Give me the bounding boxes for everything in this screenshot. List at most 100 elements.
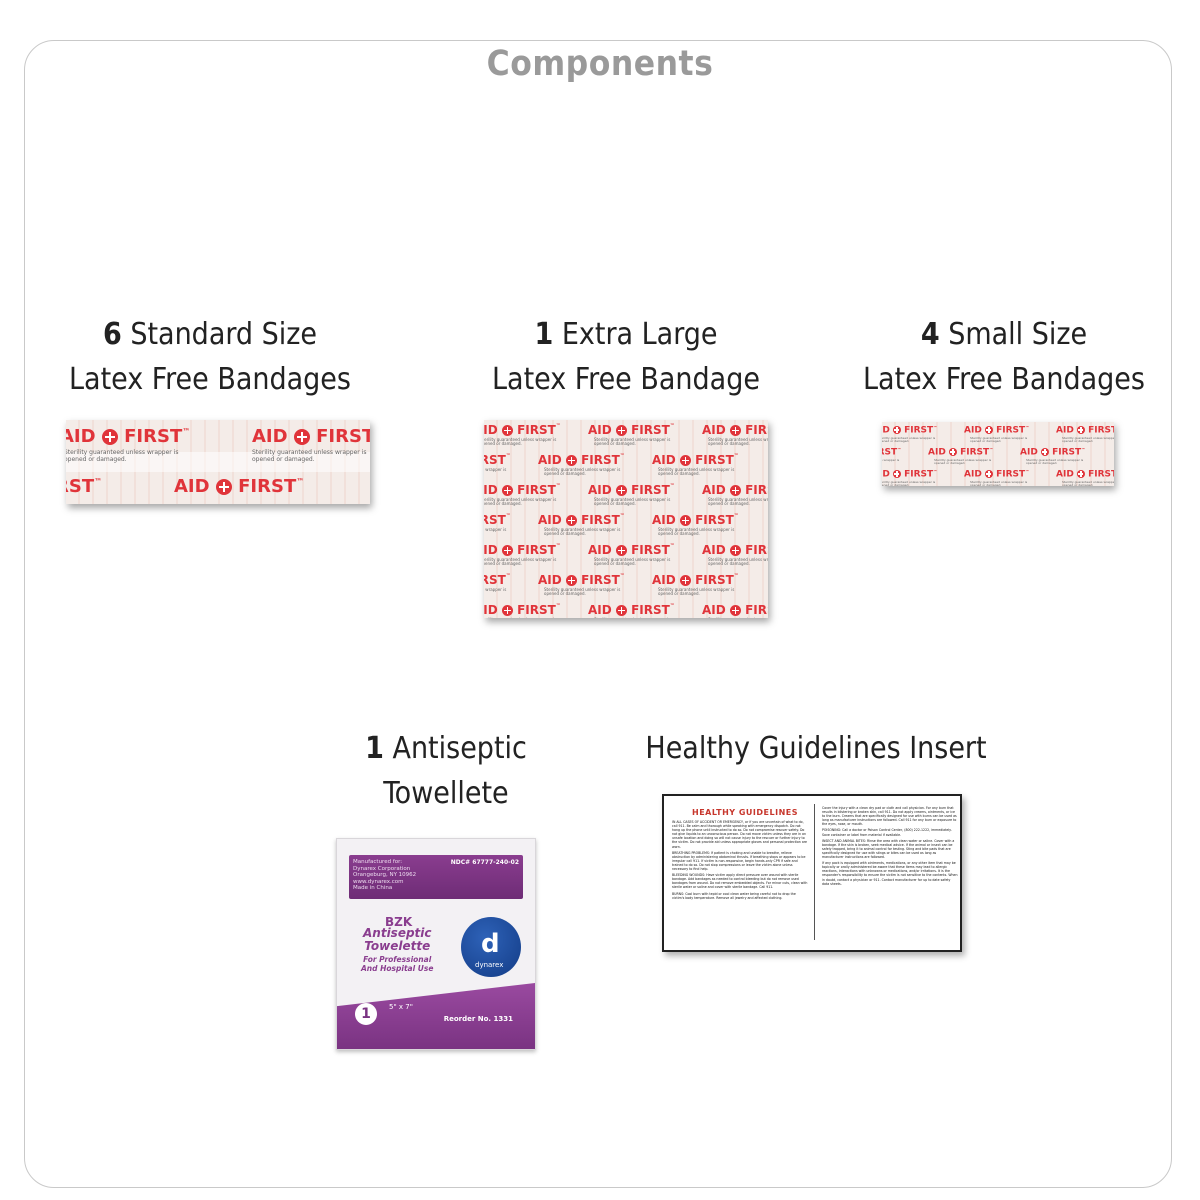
bandage-fine-print: Sterility guaranteed unless wrapper is o… [658,587,735,597]
insert-paragraph: INSECT AND ANIMAL BITES: Rinse the area … [822,838,955,860]
bandage-brand-mark: AID FIRST™ [588,543,675,557]
bandage-fine-print: Sterility guaranteed unless wrapper is o… [252,449,367,463]
bandage-brand-mark: AID FIRST™ [538,573,625,587]
antiseptic-towelette-image: Manufactured for: Dynarex Corporation Or… [336,838,536,1050]
bandage-fine-print: Sterility guaranteed unless wrapper is o… [658,467,735,477]
packet-ndc: NDC# 67777-240-02 [450,859,519,866]
caption-count: 1 [365,731,384,766]
bandage-brand-mark: AID FIRST™ [702,483,768,497]
insert-paragraph: BREATHING PROBLEMS: If patient is chokin… [672,850,806,872]
bandage-brand-mark: AID FIRST™ [66,426,191,447]
dynarex-logo-icon: d dynarex [461,917,521,977]
caption-small-bandages: 4 Small Size Latex Free Bandages [834,312,1174,402]
bandage-fine-print: Sterility guaranteed unless wrapper is o… [484,557,557,567]
packet-count: 1 [355,1003,377,1025]
caption-line1: Extra Large [561,317,718,352]
bandage-brand-mark: AID FIRST™ [652,573,739,587]
bandage-brand-mark: AID FIRST™ [882,469,938,480]
bandage-brand-mark: AID FIRST™ [484,514,511,527]
bandage-brand-mark: AID FIRST™ [882,448,901,458]
caption-line2: Towellete [383,776,509,811]
bandage-fine-print: Sterility guaranteed unless wrapper is o… [882,436,936,444]
bandage-fine-print: Sterility guaranteed unless wrapper is o… [934,458,992,466]
bandage-brand-mark: AID FIRST™ [1020,447,1086,458]
bandage-fine-print: Sterility guaranteed unless wrapper is o… [484,437,557,447]
packet-brand: dynarex [475,961,504,969]
bandage-brand-mark: AID FIRST™ [484,603,561,617]
bandage-fine-print: Sterility guaranteed unless wrapper is o… [1062,436,1114,444]
bandage-fine-print: Sterility guaranteed unless wrapper is o… [1026,458,1084,466]
bandage-brand-mark: AID FIRST™ [484,423,561,437]
bandage-brand-mark: AID FIRST™ [484,574,511,587]
bandage-fine-print: Sterility guaranteed unless wrapper is o… [544,587,621,597]
insert-paragraph: IN ALL CASES OF ACCIDENT OR EMERGENCY, o… [672,820,807,849]
page-title: Components [486,44,714,84]
insert-paragraph: Cover the injury with a clean dry pad or… [822,806,957,827]
packet-product-name: Antiseptic Towelette [363,926,432,953]
bandage-fine-print: Sterility guaranteed unless wrapper is o… [970,436,1028,444]
bandage-fine-print: Sterility guaranteed unless wrapper is o… [544,527,621,537]
bandage-brand-mark: AID FIRST™ [174,476,305,497]
bandage-brand-mark: AID FIRST™ [964,469,1030,480]
bandage-fine-print: Sterility guaranteed unless wrapper is o… [594,497,671,507]
bandage-fine-print: Sterility guaranteed unless wrapper is o… [66,449,179,463]
bandage-brand-mark: AID FIRST™ [588,423,675,437]
bandage-brand-mark: AID FIRST™ [964,425,1030,436]
bandage-brand-mark: AID FIRST™ [928,447,994,458]
bandage-brand-mark: AID FIRST™ [702,423,768,437]
caption-line2: Latex Free Bandage [492,362,760,397]
bandage-fine-print: Sterility guaranteed unless wrapper is o… [594,437,671,447]
insert-paragraph: BLEEDING WOUNDS: Have victim apply direc… [672,873,808,890]
bandage-brand-mark: AID FIRST™ [652,513,739,527]
caption-guidelines-insert: Healthy Guidelines Insert [616,726,1016,771]
caption-antiseptic-towelette: 1 Antiseptic Towellete [296,726,596,816]
bandage-fine-print: Sterility guaranteed unless wrapper is o… [658,527,735,537]
bandage-brand-mark: AID FIRST™ [252,426,370,447]
caption-count: 6 [102,317,122,352]
bandage-fine-print: Sterility guaranteed unless wrapper is o… [544,467,621,477]
bandage-fine-print: Sterility guaranteed unless wrapper is o… [882,480,936,486]
insert-paragraph: POISONING: Call a doctor or Poison Contr… [822,828,952,837]
bandage-fine-print: Sterility guaranteed unless wrapper is o… [1062,480,1114,486]
insert-left-column: IN ALL CASES OF ACCIDENT OR EMERGENCY, o… [672,820,808,902]
insert-divider [814,804,815,940]
bandage-fine-print: Sterility guaranteed unless wrapper is o… [708,437,768,447]
insert-right-column: Cover the injury with a clean dry pad or… [822,806,958,888]
insert-paragraph: BURNS: Cool burn with tepid or cool clea… [672,891,796,900]
bandage-fine-print: Sterility guaranteed unless wrapper is o… [484,527,507,532]
bandage-fine-print: Sterility guaranteed unless wrapper is o… [484,497,557,507]
bandage-brand-mark: AID FIRST™ [538,513,625,527]
bandage-brand-mark: AID FIRST™ [1056,425,1114,436]
packet-size: 5" x 7" [389,1003,413,1011]
caption-standard-bandages: 6 Standard Size Latex Free Bandages [40,312,380,402]
bandage-brand-mark: AID FIRST™ [1056,469,1114,480]
insert-heading: HEALTHY GUIDELINES [692,808,798,817]
packet-bzk: BZK [385,915,413,929]
bandage-brand-mark: AID FIRST™ [484,543,561,557]
caption-line2: Latex Free Bandages [863,362,1145,397]
bandage-brand-mark: AID FIRST™ [538,453,625,467]
packet-use: For Professional And Hospital Use [361,955,434,973]
insert-paragraph: If any pack is equipped with ointments, … [822,861,958,886]
bandage-brand-mark: AID FIRST™ [484,483,561,497]
caption-line2: Latex Free Bandages [69,362,351,397]
bandage-brand-mark: AID FIRST™ [588,603,675,617]
bandage-fine-print: Sterility guaranteed unless wrapper is o… [708,557,768,567]
bandage-fine-print: Sterility guaranteed unless wrapper is o… [970,480,1028,486]
bandage-fine-print: Sterility guaranteed unless wrapper is o… [882,458,900,462]
guidelines-insert-image: HEALTHY GUIDELINES IN ALL CASES OF ACCID… [662,794,962,952]
standard-bandage-image: AID FIRST™ AID FIRST™ Sterility guarante… [66,420,370,504]
packet-header-band [349,855,523,899]
caption-line1: Standard Size [130,317,318,352]
caption-line1: Small Size [948,317,1088,352]
caption-line1: Healthy Guidelines Insert [645,731,987,766]
bandage-brand-mark: AID FIRST™ [702,543,768,557]
bandage-brand-mark: AID FIRST™ [702,603,768,617]
caption-line1: Antiseptic [392,731,527,766]
bandage-fine-print: Sterility guaranteed unless wrapper is o… [594,557,671,567]
bandage-fine-print: Sterility guaranteed unless wrapper is o… [484,467,507,472]
caption-count: 1 [534,317,554,352]
bandage-brand-mark: AID FIRST™ [652,453,739,467]
caption-extra-large-bandage: 1 Extra Large Latex Free Bandage [456,312,796,402]
